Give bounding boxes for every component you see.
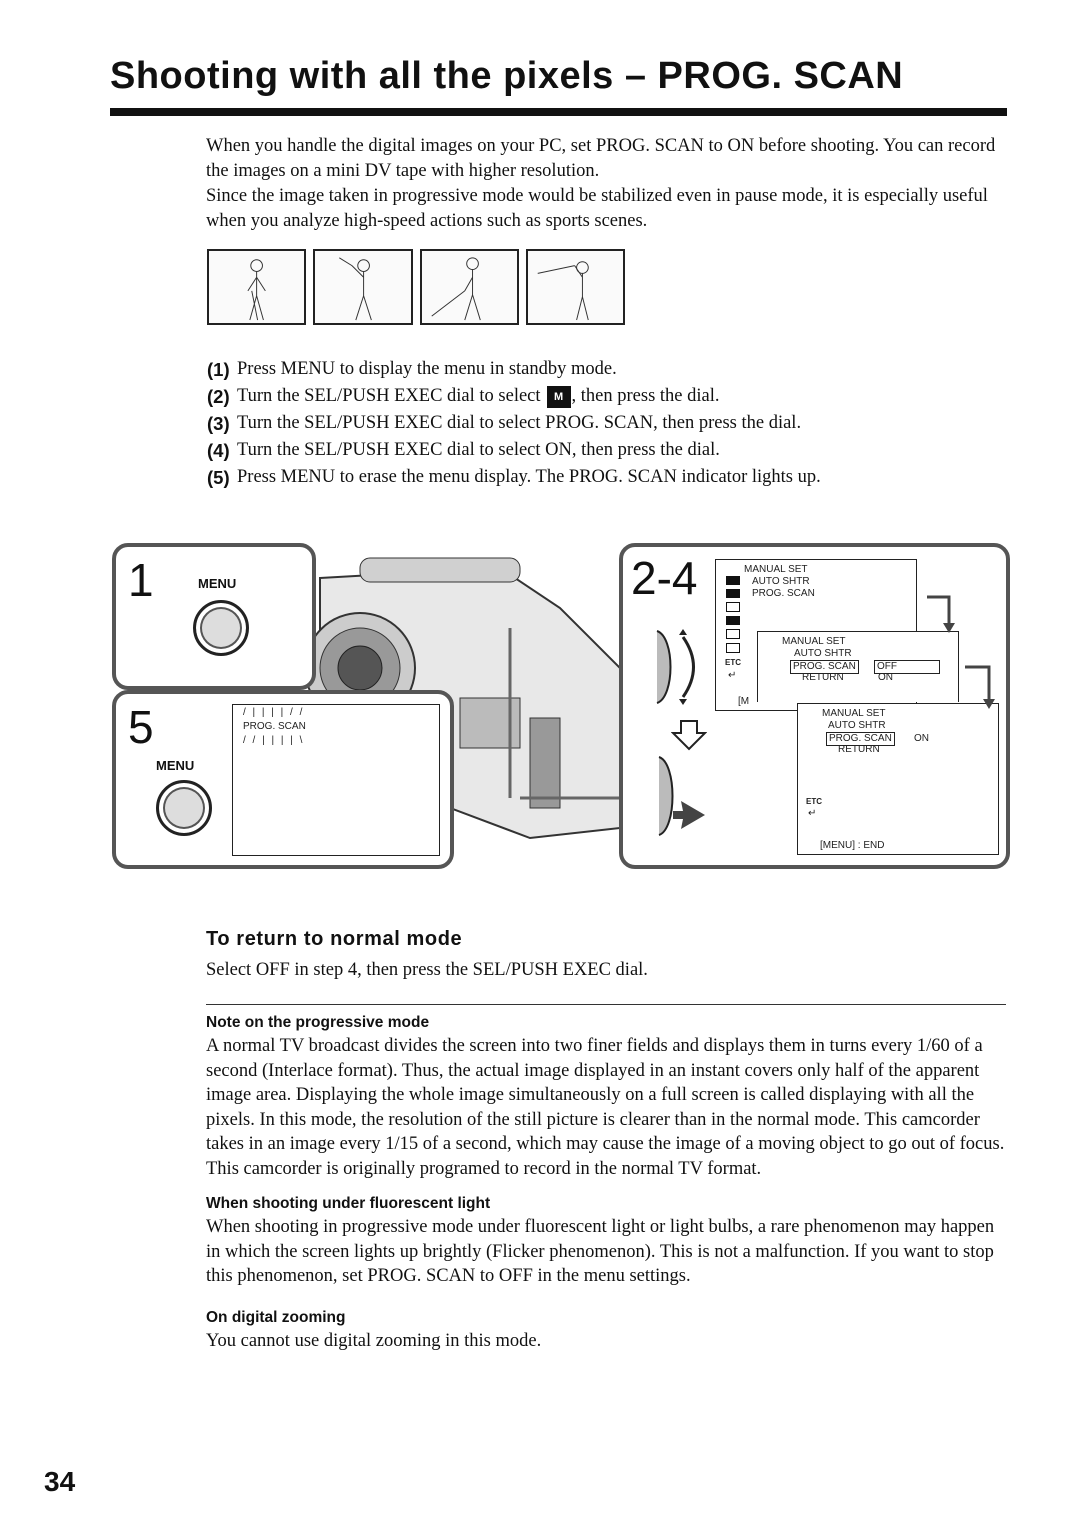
menu-button[interactable] [156,780,212,836]
menu-item: RETURN [838,744,880,755]
viewfinder-screen: / | | | | / / PROG. SCAN / / | | | | \ [232,704,440,856]
section-text: Select OFF in step 4, then press the SEL… [206,960,648,980]
title-rule [110,108,1007,116]
step-list: (1) Press MENU to display the menu in st… [207,356,1007,491]
menu-header: MANUAL SET [744,564,808,575]
golf-swing-photo [419,249,519,325]
golf-swing-photo [525,249,625,325]
step-text: Turn the SEL/PUSH EXEC dial to select [237,386,541,406]
menu-header: MANUAL SET [782,636,846,647]
page-number: 34 [44,1466,76,1497]
note-text: When shooting in progressive mode under … [206,1217,995,1286]
page-title: Shooting with all the pixels – PROG. SCA… [110,55,904,97]
dial-rotate-icon [656,629,695,705]
step-item: (5) Press MENU to erase the menu display… [207,464,1007,491]
notes-section: Note on the progressive mode A normal TV… [206,1014,1006,1353]
step-text: Turn the SEL/PUSH EXEC dial to select ON… [237,440,720,460]
section-divider [206,1004,1006,1005]
step-number: (4) [207,440,230,461]
step-item: (3) Turn the SEL/PUSH EXEC dial to selec… [207,410,1007,437]
step-number: (5) [207,467,230,488]
panel-step-number: 5 [128,701,154,753]
menu-button-label: MENU [198,576,237,591]
menu-item-selected: PROG. SCAN [790,660,859,674]
step-item: (1) Press MENU to display the menu in st… [207,356,1007,383]
return-icon: ↵ [808,808,817,819]
note-heading: When shooting under fluorescent light [206,1195,491,1212]
menu-item: PROG. SCAN [752,588,815,599]
note-text: A normal TV broadcast divides the screen… [206,1036,1005,1179]
menu-option-selected: OFF [874,660,940,674]
intro-paragraph: Since the image taken in progressive mod… [206,186,988,231]
step-text: Press MENU to erase the menu display. Th… [237,467,821,487]
menu-item: AUTO SHTR [828,720,886,731]
return-icon: ↵ [728,670,737,681]
golf-swing-sequence [207,249,625,325]
menu-header: MANUAL SET [822,708,886,719]
step-panel-5: 5 MENU / | | | | / / PROG. SCAN / / | | … [112,690,454,869]
menu-button-label: MENU [156,758,195,773]
step-number: (2) [207,386,230,407]
step-text: , then press the dial. [571,386,720,406]
etc-label: ETC [806,797,822,806]
note-heading: Note on the progressive mode [206,1014,430,1031]
intro-text: When you handle the digital images on yo… [206,134,1001,234]
golf-swing-photo [207,249,307,325]
step-item: (4) Turn the SEL/PUSH EXEC dial to selec… [207,437,1007,464]
menu-icon-column [726,576,740,657]
menu-item-selected: PROG. SCAN [826,732,895,746]
dial-press-icon [658,756,705,836]
menu-item: AUTO SHTR [794,648,852,659]
menu-screen-3: MANUAL SET AUTO SHTR PROG. SCAN ON RETUR… [797,703,999,855]
flash-rays-icon: / / | | | | \ [243,735,305,746]
flash-rays-icon: / | | | | / / [243,707,305,718]
golf-swing-photo [313,249,413,325]
step-number: (3) [207,413,230,434]
connector-arrows [927,595,995,709]
manual-set-menu-icon: M [546,386,571,408]
menu-footer: [MENU] : END [820,840,885,851]
step-panel-1: 1 MENU [112,543,316,690]
panel-step-number: 1 [128,554,154,606]
down-arrow-icon [671,720,707,751]
menu-button[interactable] [193,600,249,656]
step-number: (1) [207,359,230,380]
menu-option: ON [914,733,929,744]
step-item: (2) Turn the SEL/PUSH EXEC dial to selec… [207,383,1007,410]
step-panel-2-4: 2-4 MANUAL SET AUTO SHTR PROG. SCAN ETC … [619,543,1010,869]
note-text: You cannot use digital zooming in this m… [206,1330,542,1351]
menu-footer-cut: [M [738,696,750,707]
step-text: Press MENU to display the menu in standb… [237,359,617,379]
etc-label: ETC [725,658,741,667]
intro-paragraph: When you handle the digital images on yo… [206,136,996,181]
menu-item: RETURN [802,672,844,683]
note-heading: On digital zooming [206,1308,346,1326]
menu-option: ON [878,672,893,683]
menu-screen-2: MANUAL SET AUTO SHTR PROG. SCAN OFF RETU… [757,631,959,702]
prog-scan-indicator: PROG. SCAN [243,721,306,732]
panel-step-number: 2-4 [631,552,698,604]
menu-item: AUTO SHTR [752,576,810,587]
step-text: Turn the SEL/PUSH EXEC dial to select PR… [237,413,802,433]
section-heading: To return to normal mode [206,928,463,950]
